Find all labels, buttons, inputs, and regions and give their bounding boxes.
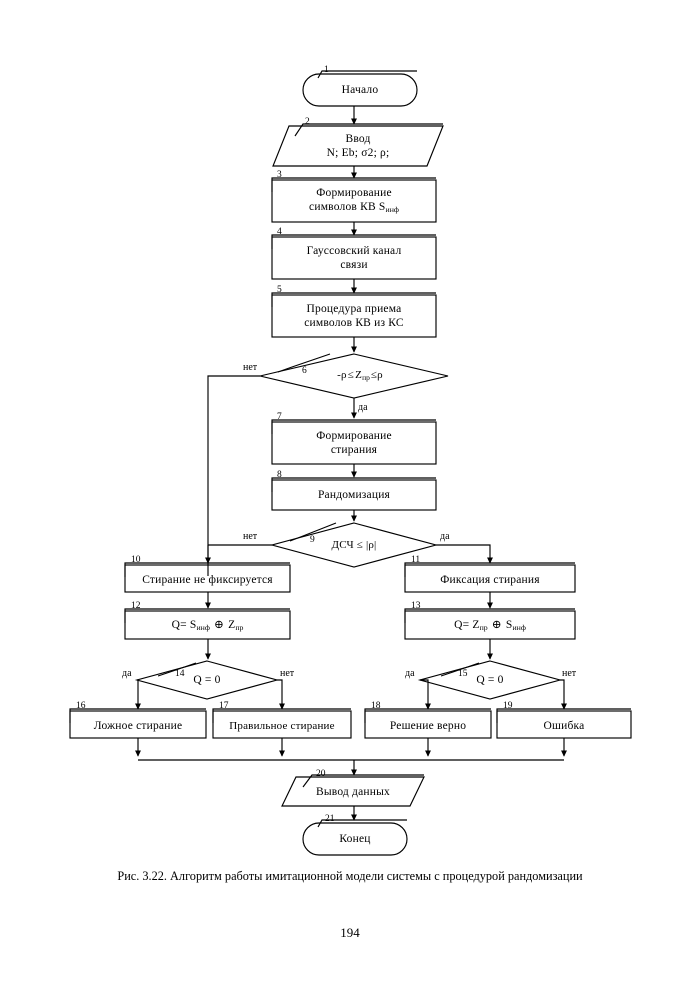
- node-number-7: 7: [277, 412, 282, 422]
- edge-label-14-yes: да: [122, 668, 132, 679]
- node-18-shape: [364, 710, 492, 739]
- leader-5: [271, 292, 436, 307]
- node-17-shape: [212, 710, 352, 739]
- node-16-shape: [69, 710, 207, 739]
- edge-14-no-to-17: [277, 679, 285, 710]
- leader-1: [317, 70, 417, 79]
- node-7-shape: [271, 421, 437, 465]
- edge-14-yes-to-16: [135, 679, 141, 710]
- node-number-1: 1: [324, 65, 329, 75]
- node-11-shape: [404, 564, 576, 593]
- leader-21: [317, 819, 407, 828]
- leader-17: [212, 708, 351, 723]
- leader-8: [271, 477, 436, 492]
- edge-label-9-no: нет: [243, 531, 258, 542]
- edge-label-9-yes: да: [440, 531, 450, 542]
- node-number-4: 4: [277, 227, 282, 237]
- node-4-shape: [271, 236, 437, 280]
- node-13-shape: [404, 610, 576, 640]
- leader-6: [277, 353, 331, 373]
- node-number-17: 17: [219, 701, 229, 711]
- node-number-11: 11: [411, 555, 421, 565]
- leader-13: [404, 608, 575, 623]
- node-2-shape: [272, 125, 444, 167]
- node-number-16: 16: [76, 701, 86, 711]
- node-number-9: 9: [310, 535, 315, 545]
- node-8-shape: [271, 479, 437, 511]
- edge-9-yes-to-11: [436, 544, 493, 564]
- node-number-15: 15: [458, 669, 468, 679]
- leader-2: [294, 123, 443, 137]
- leader-18: [364, 708, 491, 723]
- page-number: 194: [340, 925, 360, 940]
- node-12-shape: [124, 610, 291, 640]
- node-5-shape: [271, 294, 437, 338]
- leader-11: [404, 562, 575, 577]
- edge-label-14-no: нет: [280, 668, 295, 679]
- leader-20: [302, 774, 424, 788]
- leader-16: [69, 708, 206, 723]
- leader-15: [440, 662, 480, 677]
- node-number-14: 14: [175, 669, 185, 679]
- node-14-shape: [134, 660, 280, 700]
- leader-19: [496, 708, 631, 723]
- leader-14: [157, 662, 197, 677]
- node-number-19: 19: [503, 701, 513, 711]
- node-number-2: 2: [305, 117, 310, 127]
- node-number-18: 18: [371, 701, 381, 711]
- edge-label-15-yes: да: [405, 668, 415, 679]
- node-number-5: 5: [277, 285, 282, 295]
- node-3-shape: [271, 179, 437, 223]
- node-number-20: 20: [316, 769, 326, 779]
- node-21-shape: [302, 822, 408, 856]
- edge-label-6-no: нет: [243, 362, 258, 373]
- node-15-shape: [417, 660, 563, 700]
- leader-9: [289, 522, 337, 542]
- node-number-8: 8: [277, 470, 282, 480]
- node-6-shape: [259, 353, 449, 399]
- leader-3: [271, 177, 436, 192]
- leader-7: [271, 419, 436, 434]
- node-20-shape: [281, 776, 425, 807]
- edge-15-no-to-19: [560, 679, 567, 710]
- edge-label-6-yes: да: [358, 402, 368, 413]
- node-number-13: 13: [411, 601, 421, 611]
- leader-12: [124, 608, 290, 623]
- node-19-shape: [496, 710, 632, 739]
- figure-caption: Рис. 3.22. Алгоритм работы имитационной …: [117, 869, 583, 883]
- leader-10: [124, 562, 290, 577]
- node-number-21: 21: [325, 814, 335, 824]
- node-number-12: 12: [131, 601, 141, 611]
- node-number-10: 10: [131, 555, 141, 565]
- node-number-3: 3: [277, 170, 282, 180]
- edge-15-yes-to-18: [420, 679, 431, 710]
- leader-4: [271, 234, 436, 249]
- node-number-6: 6: [302, 366, 307, 376]
- edge-6-no-feedback: [207, 375, 260, 576]
- node-1-shape: [302, 73, 418, 107]
- edge-label-15-no: нет: [562, 668, 577, 679]
- flowchart-canvas: [69, 70, 632, 856]
